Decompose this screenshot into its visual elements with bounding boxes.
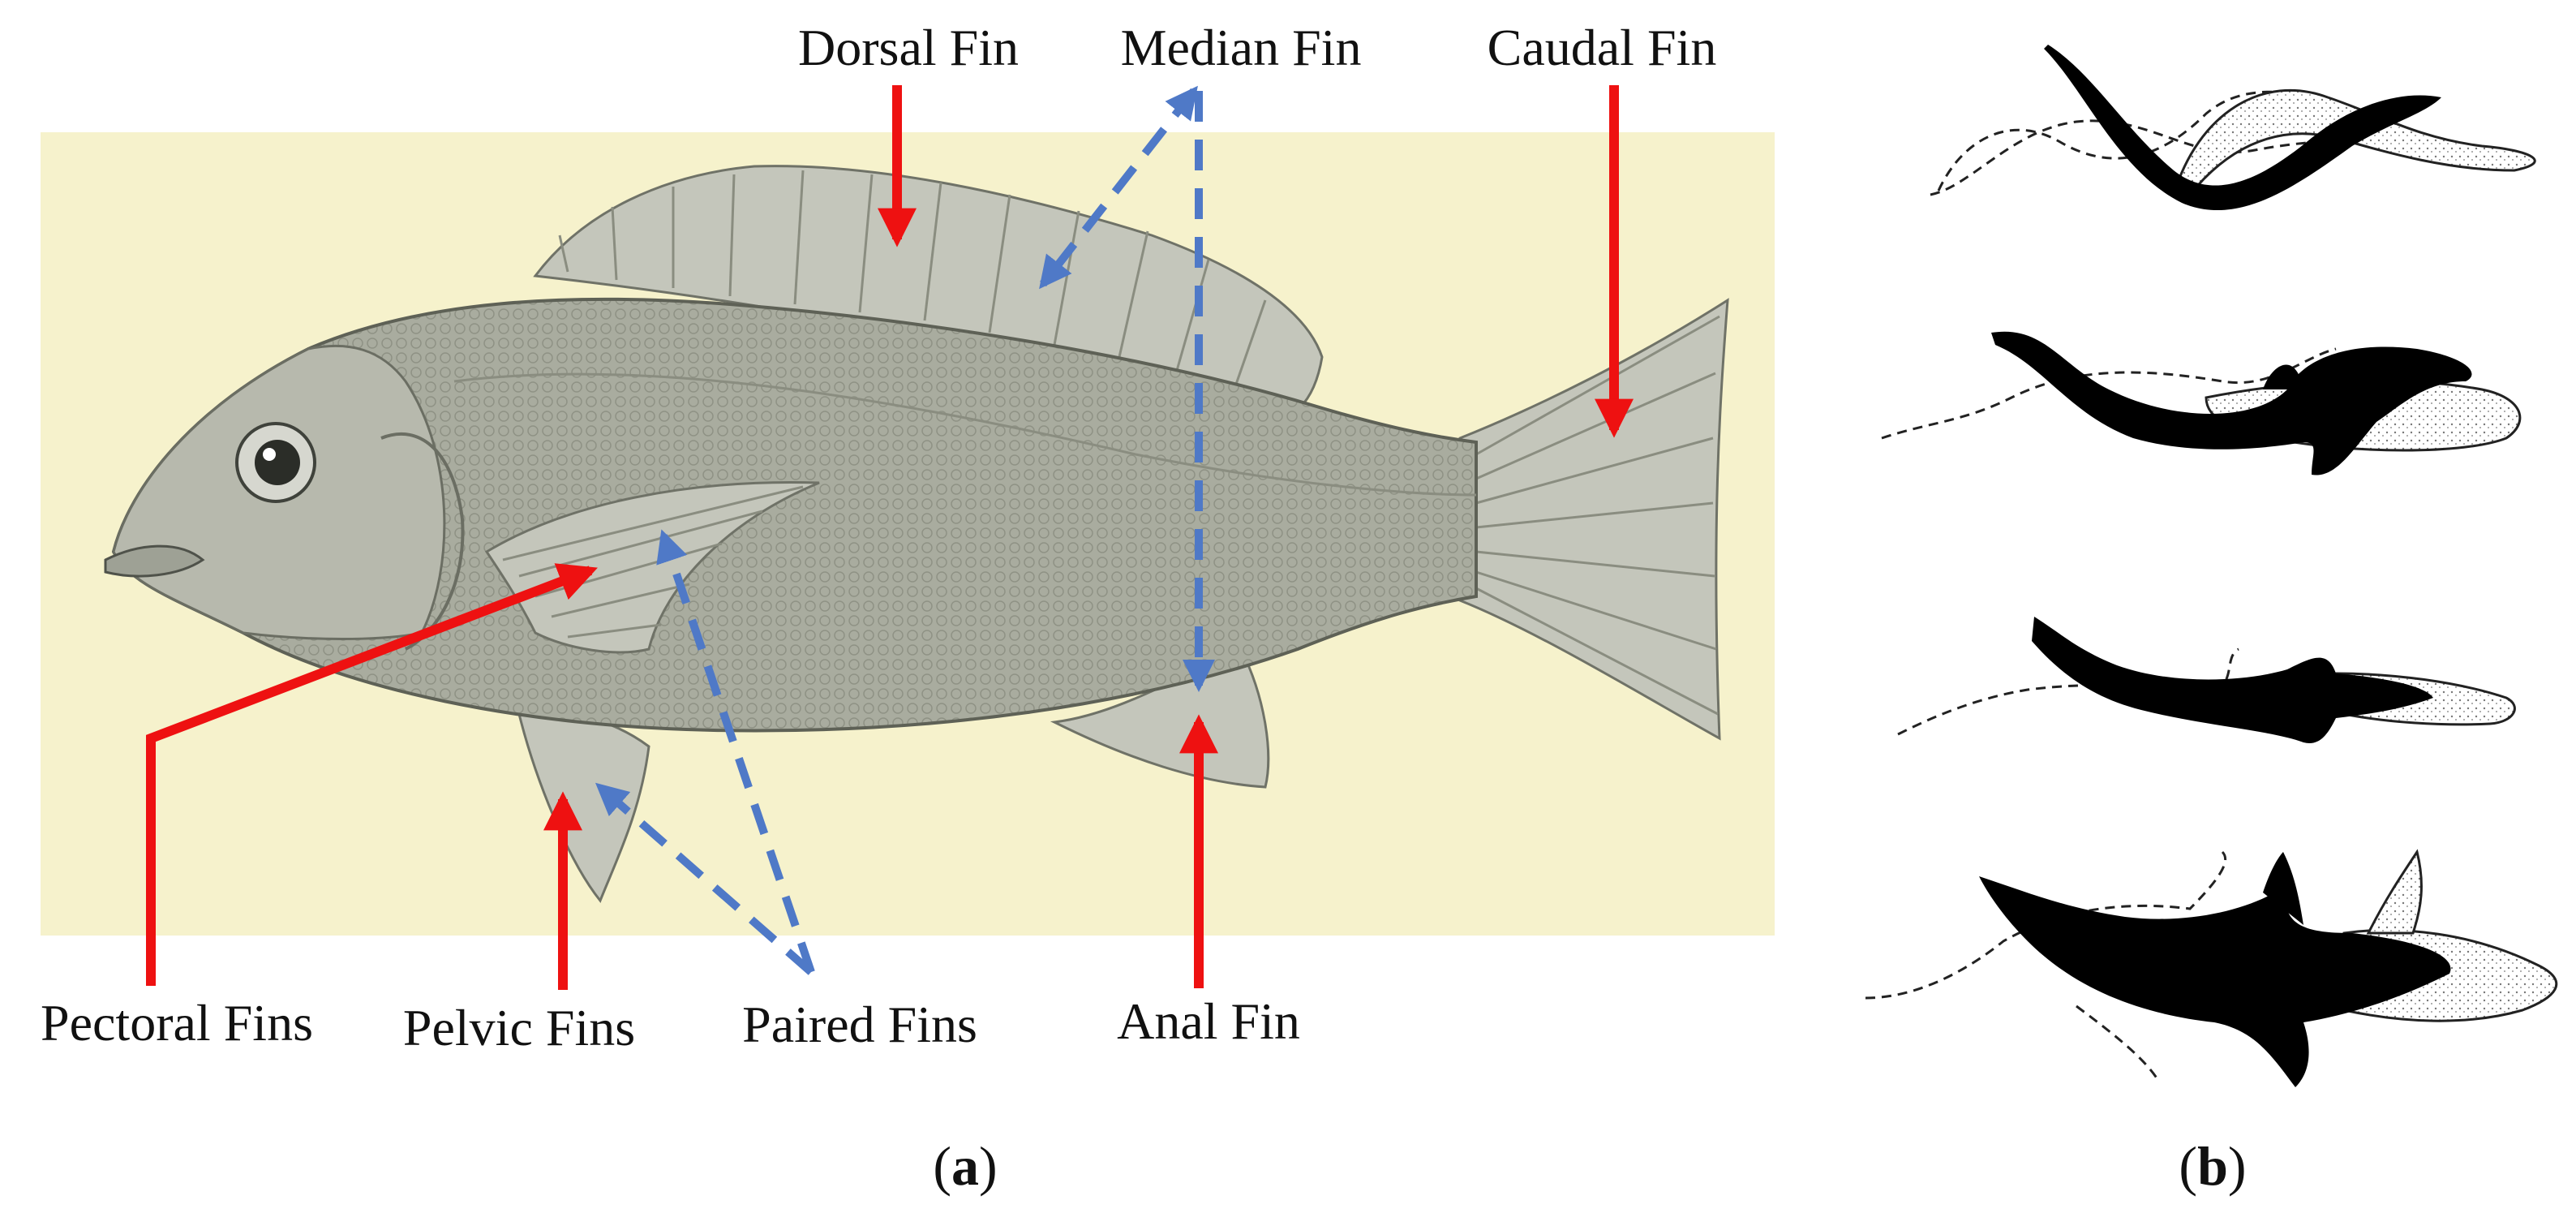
row4-stippled-fin (2366, 849, 2423, 935)
swimmer-row-3 (1897, 617, 2516, 743)
panel-label-b: (b) (2179, 1135, 2246, 1197)
median-fin-arrow-dorsal (1039, 85, 1198, 290)
row4-black-body (1979, 876, 2451, 1087)
row4-black-dorsal-fin (2263, 852, 2303, 925)
fish-eye-highlight (263, 448, 276, 461)
panel-a: Dorsal Fin Median Fin Caudal Fin Pectora… (41, 19, 1775, 1197)
row4-trace-dashed (1865, 850, 2227, 1000)
paired-fins-arrow-pectoral (656, 529, 815, 974)
row4-dashed-fin (2076, 1004, 2159, 1080)
blue-dashed-arrows (595, 85, 1215, 975)
swimmer-row-2 (1881, 331, 2522, 475)
label-pelvic-fins: Pelvic Fins (403, 999, 635, 1056)
label-dorsal-fin: Dorsal Fin (798, 19, 1019, 76)
gill-cover (380, 432, 465, 651)
fish-mouth (104, 544, 205, 578)
row2-black-fin-top (2263, 364, 2303, 389)
lateral-line (453, 372, 1477, 497)
row2-black-body (1991, 331, 2472, 475)
label-anal-fin: Anal Fin (1117, 992, 1300, 1050)
label-caudal-fin: Caudal Fin (1488, 19, 1717, 76)
panel-label-a: (a) (933, 1135, 997, 1197)
pectoral-fin-shape (484, 481, 820, 654)
red-arrows (146, 85, 1634, 990)
label-pectoral-fins: Pectoral Fins (41, 994, 313, 1052)
fish-eye-pupil (255, 440, 300, 485)
row1-black-body (2044, 45, 2441, 211)
panel-b: (b) (1865, 45, 2558, 1197)
swimmer-row-4 (1865, 849, 2558, 1087)
label-paired-fins: Paired Fins (742, 996, 977, 1053)
pectoral-fin-arrow (146, 563, 598, 986)
row3-black-body (2032, 617, 2433, 743)
label-median-fin: Median Fin (1121, 19, 1362, 76)
caudal-fin-shape (1458, 298, 1729, 741)
swimmer-row-1 (1930, 45, 2536, 211)
